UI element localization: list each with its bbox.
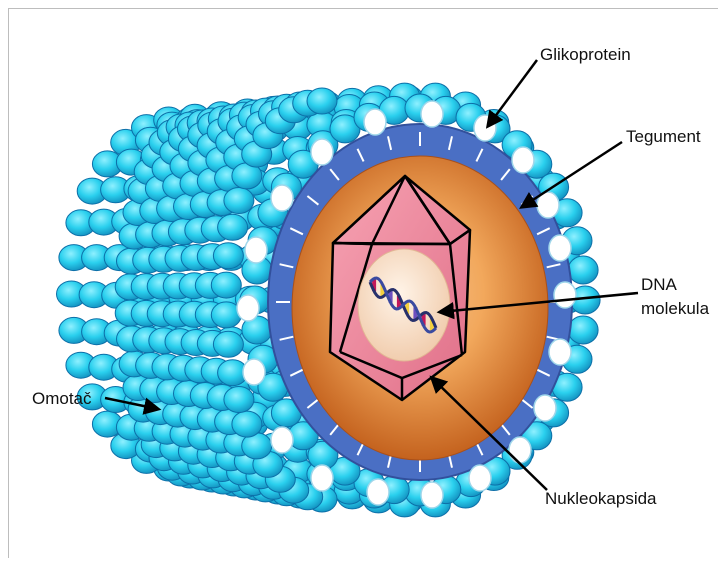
glycoprotein <box>509 437 531 463</box>
label-tegument: Tegument <box>626 126 701 148</box>
envelope-bead <box>568 256 598 284</box>
label-nucleocapsid: Nukleokapsida <box>545 488 657 510</box>
label-dna-line2: molekula <box>641 298 709 320</box>
glycoprotein <box>237 295 259 321</box>
glycoprotein <box>245 237 267 263</box>
glycoprotein <box>421 101 443 127</box>
glycoprotein <box>311 139 333 165</box>
envelope-bead <box>224 387 254 413</box>
glycoprotein <box>271 185 293 211</box>
glycoprotein <box>549 235 571 261</box>
glycoprotein <box>512 147 534 173</box>
envelope-bead <box>568 316 598 344</box>
envelope-bead <box>224 188 254 214</box>
glycoprotein <box>243 359 265 385</box>
glycoprotein <box>271 427 293 453</box>
glycoprotein <box>534 395 556 421</box>
envelope-bead <box>232 411 262 437</box>
glycoprotein <box>367 479 389 505</box>
label-envelope: Omotač <box>32 388 92 410</box>
arrow-glycoprotein <box>488 60 537 126</box>
envelope-bead <box>213 331 243 357</box>
label-glycoprotein: Glikoprotein <box>540 44 631 66</box>
label-dna-line1: DNA <box>641 274 677 296</box>
glycoprotein <box>469 465 491 491</box>
envelope-bead <box>218 214 248 240</box>
glycoprotein <box>311 465 333 491</box>
glycoprotein <box>421 482 443 508</box>
envelope-bead <box>307 88 337 114</box>
envelope-bead <box>213 243 243 269</box>
glycoprotein <box>549 339 571 365</box>
envelope-bead <box>211 272 241 298</box>
glycoprotein <box>554 282 576 308</box>
glycoprotein <box>364 109 386 135</box>
